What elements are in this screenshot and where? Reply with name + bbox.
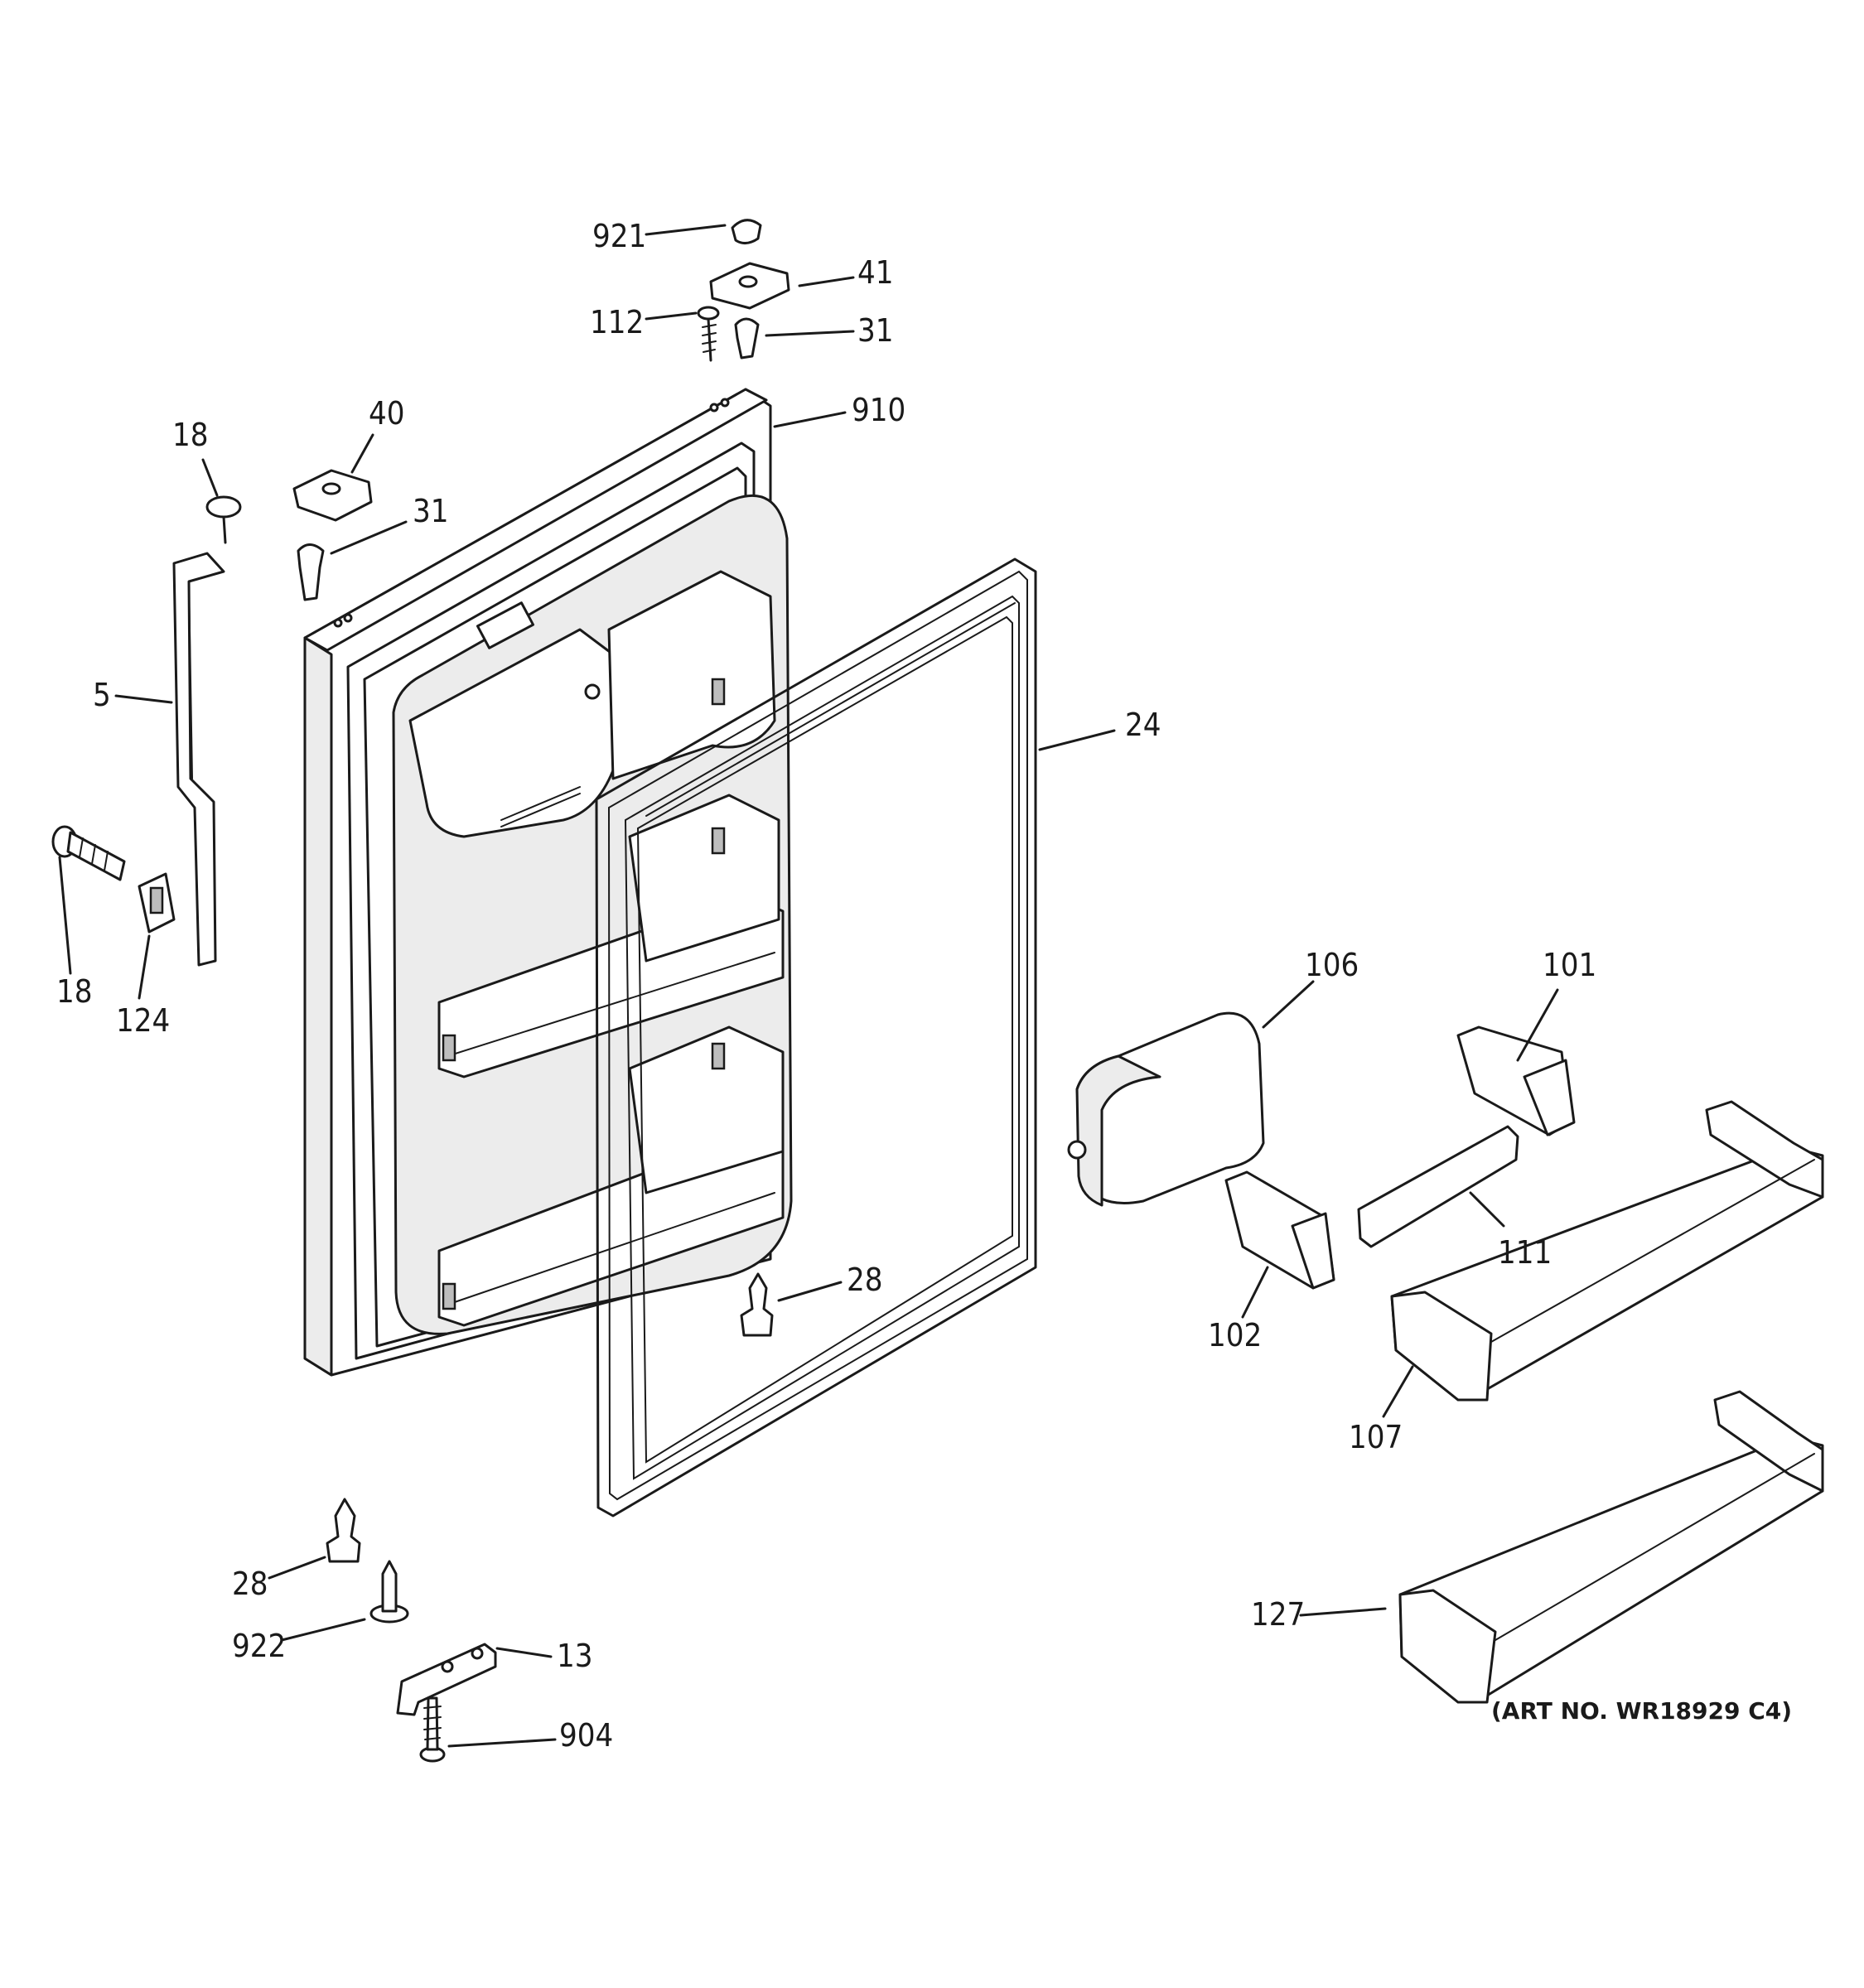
callout-28-mid: 28 (847, 1262, 883, 1298)
door-gasket (595, 557, 1037, 1518)
callout-107: 107 (1349, 1419, 1403, 1455)
part-31-bushing-top (734, 317, 760, 359)
part-28-plug-mid (740, 1272, 774, 1337)
callout-112: 112 (590, 304, 644, 340)
callout-18-bottom: 18 (56, 973, 93, 1010)
callout-31-top: 31 (857, 312, 894, 349)
part-40-hinge-cover (292, 469, 373, 522)
callout-28-bottom: 28 (232, 1566, 268, 1602)
part-13-hinge (396, 1643, 497, 1716)
part-127-door-bin (1398, 1390, 1824, 1704)
callout-124: 124 (116, 1002, 170, 1039)
part-124-clip (138, 872, 176, 934)
callout-111: 111 (1498, 1234, 1552, 1271)
part-107-door-bin (1390, 1100, 1824, 1402)
part-111-rail (1357, 1125, 1519, 1248)
art-number: (ART NO. WR18929 C4) (1491, 1697, 1792, 1725)
callout-127: 127 (1251, 1596, 1305, 1633)
part-921-cap (731, 219, 762, 244)
part-41-hinge-cover (709, 262, 790, 310)
part-101-end-cap (1456, 1025, 1576, 1136)
part-106-dairy-cover (1067, 1011, 1265, 1207)
part-112-screw (697, 306, 720, 362)
callout-904: 904 (559, 1717, 613, 1754)
callout-13: 13 (557, 1638, 593, 1674)
part-102-end-cap (1224, 1170, 1335, 1290)
callout-18-top: 18 (172, 417, 209, 453)
part-18-screw-top (205, 495, 242, 544)
part-922-screw (369, 1560, 409, 1624)
callout-31-left: 31 (413, 493, 449, 529)
part-5-handle (172, 552, 225, 967)
callout-labels: 921 41 112 31 910 40 18 31 5 24 18 124 1… (56, 218, 1792, 1754)
callout-922: 922 (232, 1628, 286, 1664)
door-assembly (303, 388, 793, 1377)
part-28-plug-bottom (326, 1498, 361, 1563)
leader-lines (58, 224, 1559, 1748)
callout-910: 910 (852, 392, 905, 428)
callout-5: 5 (93, 677, 111, 713)
part-18-screw-bottom (51, 825, 126, 881)
callout-102: 102 (1208, 1317, 1262, 1353)
callout-41: 41 (857, 254, 894, 291)
callout-24: 24 (1125, 707, 1161, 743)
part-31-bushing-left (297, 543, 325, 601)
callout-40: 40 (369, 395, 405, 432)
callout-106: 106 (1305, 947, 1359, 983)
callout-101: 101 (1543, 947, 1596, 983)
callout-921: 921 (592, 218, 646, 254)
part-904-screw (419, 1696, 446, 1763)
